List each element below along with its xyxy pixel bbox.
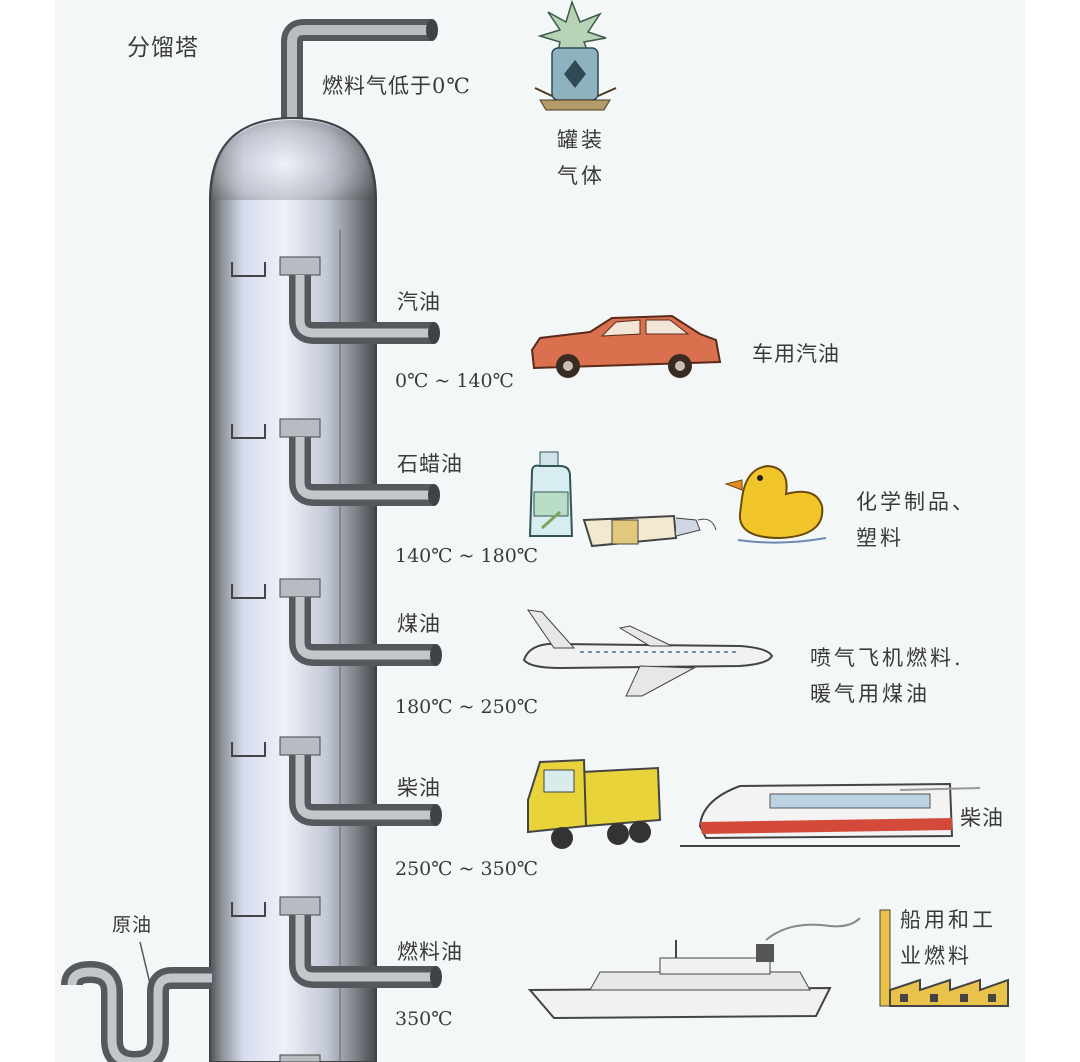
top-use-label: 罐装气体 [557,128,605,188]
top-gas-label: 燃料气低于0℃ [322,74,471,98]
fraction-use: 喷气飞机燃料.暖气用煤油 [810,646,964,706]
top-gas-pipe [281,19,438,130]
factory-icon [879,909,1009,1007]
fraction-name: 柴油 [397,776,441,800]
fraction-temp: 0℃ ~ 140℃ [395,370,514,392]
diesel-pipe [289,755,442,826]
gasoline-pipe [289,275,440,344]
fraction-temp: 250℃ ~ 350℃ [395,858,539,880]
fraction-temp: 140℃ ~ 180℃ [395,545,539,567]
bottle-icon [528,451,574,537]
ship-icon [527,917,861,1020]
fraction-temp: 350℃ [395,1008,453,1030]
crude-oil-label: 原油 [112,914,153,936]
fraction-use: 柴油 [960,806,1004,830]
crude-inlet-pipe [61,941,212,1062]
train-icon [680,782,981,847]
tube-icon [582,514,717,548]
dump-truck-icon [527,758,662,849]
fraction-use: 车用汽油 [752,342,840,366]
car-icon [530,314,722,378]
fraction-name: 汽油 [397,290,441,314]
paraffin-pipe [289,437,440,506]
fraction-use: 化学制品、塑料 [856,490,976,550]
gas-canister-icon [534,0,617,111]
rubber-duck-icon [724,464,827,544]
fraction-name: 石蜡油 [397,452,463,476]
fraction-temp: 180℃ ~ 250℃ [395,696,539,718]
airplane-icon [522,609,774,697]
side-draw-pipes [279,275,442,1062]
kerosene-pipe [289,597,442,666]
fraction-use: 船用和工业燃料 [900,908,996,968]
fraction-name: 燃料油 [397,940,463,964]
page-title: 分馏塔 [127,35,199,61]
fuel-oil-pipe [289,915,442,988]
fraction-name: 煤油 [397,612,441,636]
